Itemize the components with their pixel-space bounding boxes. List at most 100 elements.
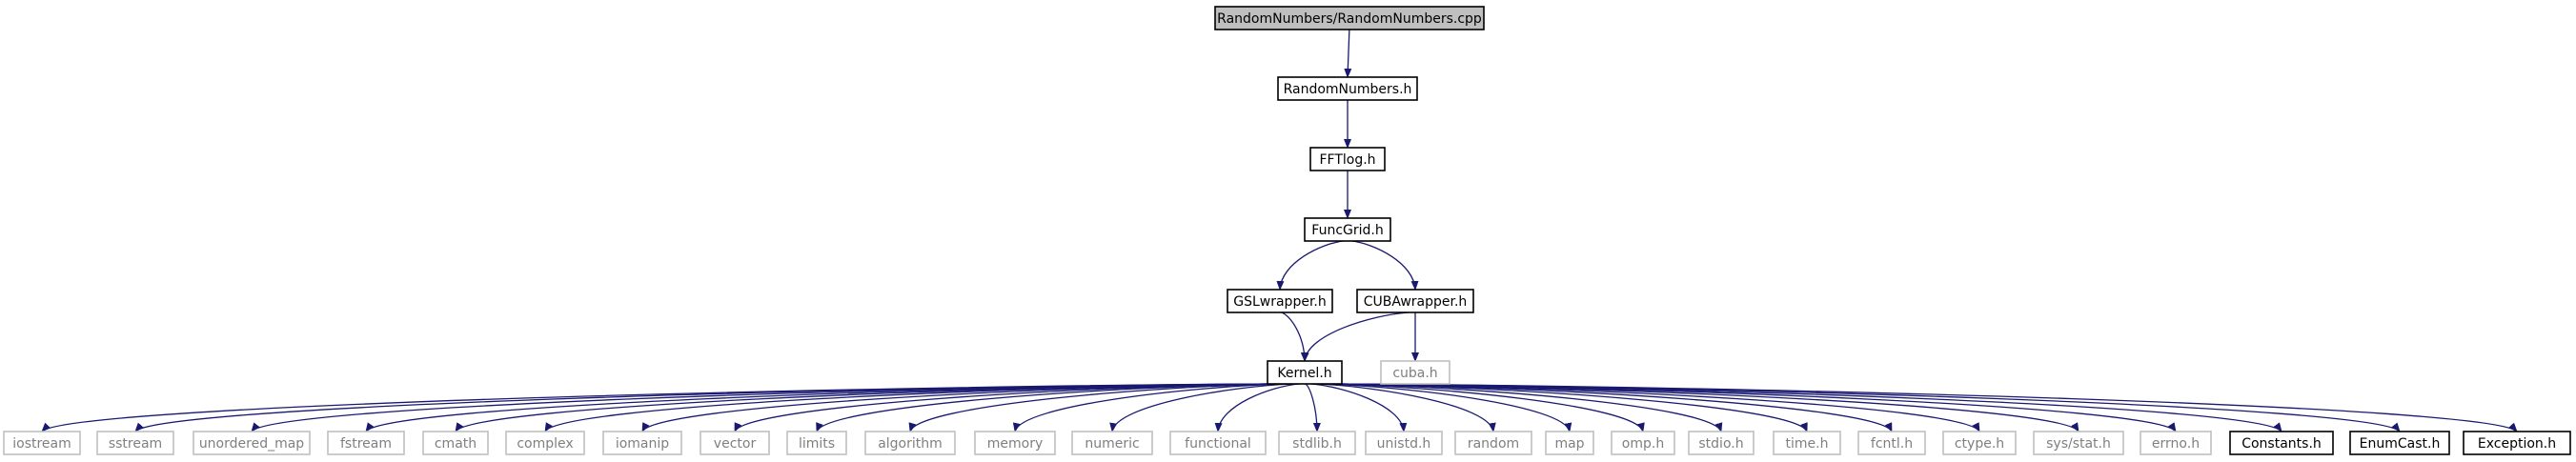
node-random: random bbox=[1454, 431, 1532, 455]
edge-kernel_h-to-unistd_h bbox=[1310, 383, 1408, 432]
node-box bbox=[2229, 431, 2334, 455]
node-complex: complex bbox=[505, 431, 585, 455]
edge-kernel_h-to-memory bbox=[1012, 383, 1288, 432]
node-box bbox=[2463, 431, 2571, 455]
node-label: stdio.h bbox=[1698, 436, 1743, 452]
node-functional: functional bbox=[1169, 431, 1267, 455]
edge-cubawrapper_h-to-kernel_h bbox=[1301, 311, 1410, 362]
node-stdlib-h: stdlib.h bbox=[1278, 431, 1356, 455]
node-label: memory bbox=[987, 436, 1044, 452]
node-fstream: fstream bbox=[327, 431, 405, 455]
edge-root-to-randomnumbers_h bbox=[1344, 29, 1352, 78]
nodes-layer: RandomNumbers/RandomNumbers.cppRandomNum… bbox=[3, 6, 2571, 455]
node-cubawrapper-h[interactable]: CUBAwrapper.h bbox=[1356, 289, 1474, 313]
node-label: EnumCast.h bbox=[2360, 436, 2441, 452]
node-box bbox=[1214, 6, 1485, 30]
node-box bbox=[1071, 431, 1153, 455]
node-box bbox=[1773, 431, 1841, 455]
node-box bbox=[2349, 431, 2450, 455]
node-root[interactable]: RandomNumbers/RandomNumbers.cpp bbox=[1214, 6, 1485, 30]
node-box bbox=[1942, 431, 2017, 455]
node-label: sstream bbox=[109, 436, 162, 452]
edge-kernel_h-to-functional bbox=[1214, 383, 1300, 432]
node-fcntl-h: fcntl.h bbox=[1857, 431, 1926, 455]
node-box bbox=[602, 431, 682, 455]
node-label: RandomNumbers.h bbox=[1284, 82, 1412, 97]
node-label: iostream bbox=[12, 436, 71, 452]
node-label: RandomNumbers/RandomNumbers.cpp bbox=[1217, 11, 1482, 27]
node-unistd-h: unistd.h bbox=[1365, 431, 1443, 455]
node-label: fstream bbox=[340, 436, 392, 452]
edge-funcgrid_h-to-cubawrapper_h bbox=[1351, 240, 1419, 291]
node-box bbox=[1227, 289, 1333, 313]
node-cuba-h: cuba.h bbox=[1380, 360, 1450, 385]
node-label: GSLwrapper.h bbox=[1233, 294, 1327, 310]
edge-kernel_h-to-enumcast_h bbox=[1335, 383, 2401, 432]
node-limits: limits bbox=[786, 431, 847, 455]
edges-layer bbox=[41, 29, 2518, 432]
node-algorithm: algorithm bbox=[864, 431, 956, 455]
node-label: random bbox=[1468, 436, 1519, 452]
node-errno-h: errno.h bbox=[2140, 431, 2212, 455]
node-box bbox=[1304, 217, 1391, 242]
node-label: sys/stat.h bbox=[2046, 436, 2111, 452]
node-vector: vector bbox=[700, 431, 770, 455]
edge-kernel_h-to-omp_h bbox=[1325, 383, 1645, 432]
node-box bbox=[1380, 360, 1450, 385]
node-box bbox=[786, 431, 847, 455]
node-map: map bbox=[1545, 431, 1594, 455]
node-label: CUBAwrapper.h bbox=[1364, 294, 1468, 310]
node-label: functional bbox=[1185, 436, 1251, 452]
node-label: limits bbox=[799, 436, 835, 452]
node-kernel-h[interactable]: Kernel.h bbox=[1267, 360, 1343, 385]
node-box bbox=[1688, 431, 1755, 455]
node-box bbox=[1309, 147, 1386, 171]
node-time-h: time.h bbox=[1773, 431, 1841, 455]
node-label: complex bbox=[517, 436, 573, 452]
node-label: algorithm bbox=[878, 436, 943, 452]
node-cmath: cmath bbox=[422, 431, 489, 455]
node-omp-h: omp.h bbox=[1611, 431, 1675, 455]
node-label: omp.h bbox=[1622, 436, 1664, 452]
node-box bbox=[1454, 431, 1532, 455]
node-box bbox=[1278, 431, 1356, 455]
node-gslwrapper-h[interactable]: GSLwrapper.h bbox=[1227, 289, 1333, 313]
node-enumcast-h[interactable]: EnumCast.h bbox=[2349, 431, 2450, 455]
node-box bbox=[327, 431, 405, 455]
node-box bbox=[96, 431, 174, 455]
node-sstream: sstream bbox=[96, 431, 174, 455]
node-label: unistd.h bbox=[1377, 436, 1431, 452]
node-label: unordered_map bbox=[199, 436, 304, 452]
edge-kernel_h-to-exception_h bbox=[1335, 383, 2518, 432]
node-label: vector bbox=[714, 436, 757, 452]
edge-kernel_h-to-stdlib_h bbox=[1305, 383, 1321, 432]
node-label: cuba.h bbox=[1392, 366, 1437, 381]
node-box bbox=[1169, 431, 1267, 455]
node-funcgrid-h[interactable]: FuncGrid.h bbox=[1304, 217, 1391, 242]
node-box bbox=[422, 431, 489, 455]
node-exception-h[interactable]: Exception.h bbox=[2463, 431, 2571, 455]
node-label: ctype.h bbox=[1955, 436, 2004, 452]
node-box bbox=[193, 431, 311, 455]
node-label: FuncGrid.h bbox=[1311, 223, 1383, 238]
edge-gslwrapper_h-to-kernel_h bbox=[1281, 311, 1308, 362]
node-box bbox=[700, 431, 770, 455]
node-label: map bbox=[1554, 436, 1584, 452]
node-randomnumbers-h[interactable]: RandomNumbers.h bbox=[1277, 76, 1418, 101]
node-box bbox=[864, 431, 956, 455]
node-box bbox=[1545, 431, 1594, 455]
node-box bbox=[3, 431, 81, 455]
edge-kernel_h-to-random bbox=[1315, 383, 1496, 432]
node-label: FFTlog.h bbox=[1319, 152, 1375, 168]
node-stdio-h: stdio.h bbox=[1688, 431, 1755, 455]
node-memory: memory bbox=[974, 431, 1056, 455]
node-constants-h[interactable]: Constants.h bbox=[2229, 431, 2334, 455]
node-numeric: numeric bbox=[1071, 431, 1153, 455]
node-label: numeric bbox=[1085, 436, 1139, 452]
node-box bbox=[1611, 431, 1675, 455]
node-label: cmath bbox=[435, 436, 477, 452]
node-fftlog-h[interactable]: FFTlog.h bbox=[1309, 147, 1386, 171]
node-box bbox=[974, 431, 1056, 455]
node-box bbox=[2033, 431, 2124, 455]
node-label: time.h bbox=[1786, 436, 1829, 452]
